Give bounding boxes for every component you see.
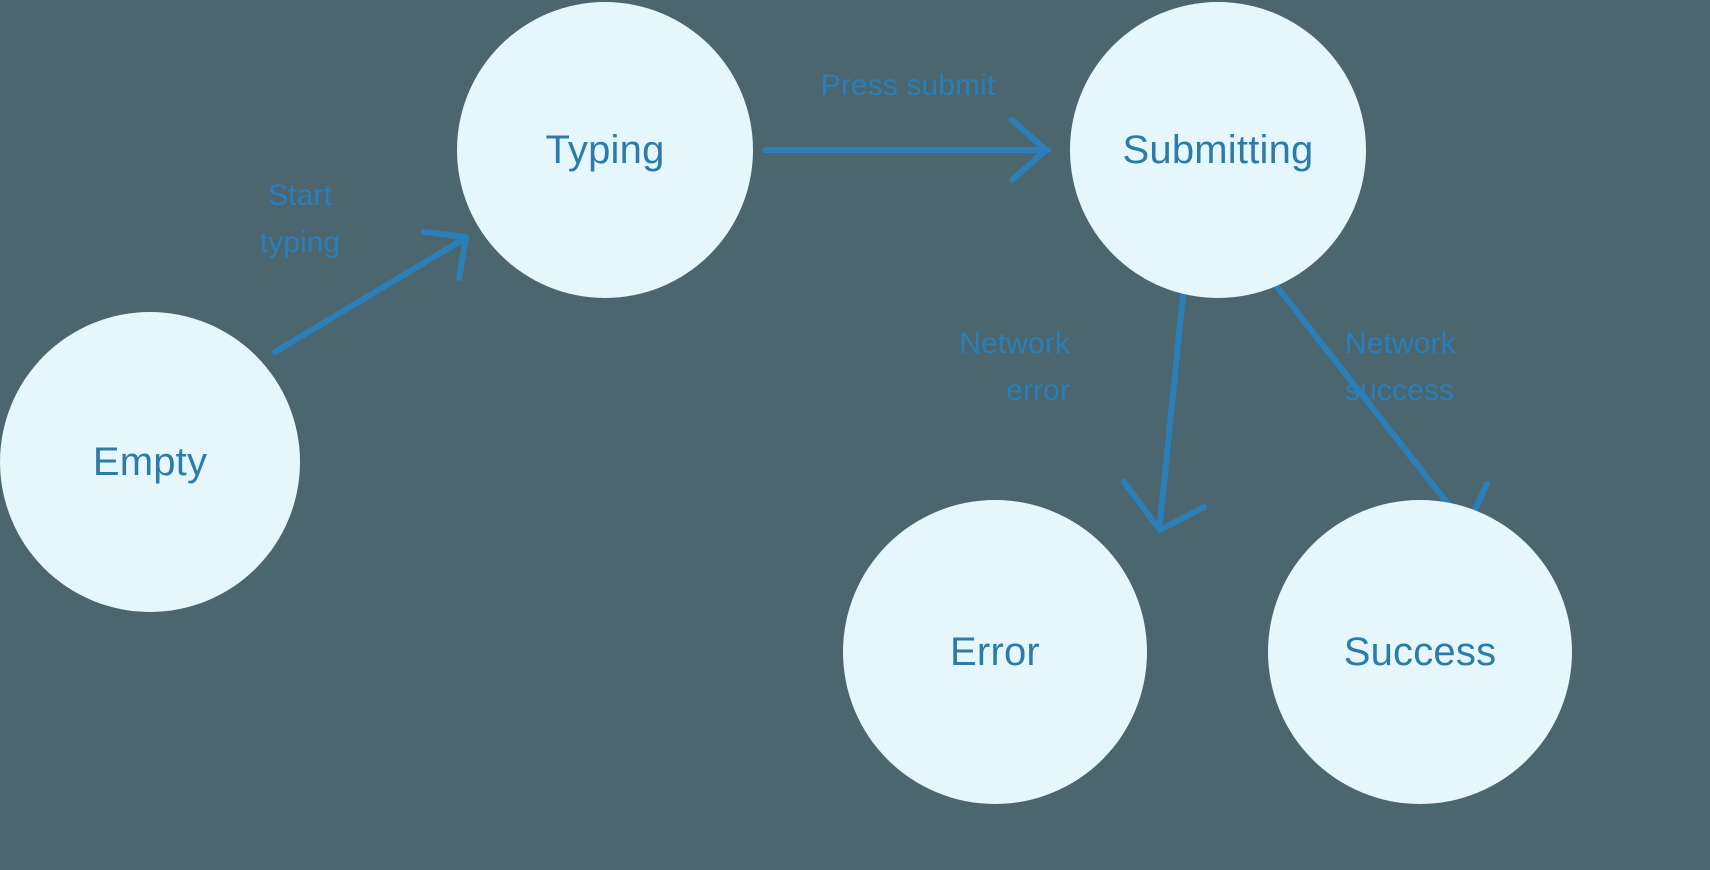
node-empty-label: Empty: [92, 440, 208, 484]
node-empty[interactable]: Empty: [0, 312, 300, 612]
node-success-label: Success: [1343, 630, 1497, 674]
edge-label-start-typing: Start typing: [259, 179, 341, 259]
edge-label-network-success: Network success: [1345, 327, 1456, 407]
node-typing-label: Typing: [545, 128, 665, 172]
edge-label-press-submit: Press submit: [820, 69, 996, 102]
node-typing[interactable]: Typing: [457, 2, 753, 298]
node-success[interactable]: Success: [1268, 500, 1572, 804]
edge-typing-to-submitting: [762, 117, 1051, 183]
edge-empty-to-typing: [272, 229, 469, 355]
node-submitting-label: Submitting: [1122, 128, 1314, 172]
node-error[interactable]: Error: [843, 500, 1147, 804]
node-submitting[interactable]: Submitting: [1070, 2, 1366, 298]
node-error-label: Error: [950, 630, 1040, 674]
edge-submitting-to-error: [1121, 292, 1207, 533]
edge-label-network-error: Network error: [959, 327, 1070, 407]
